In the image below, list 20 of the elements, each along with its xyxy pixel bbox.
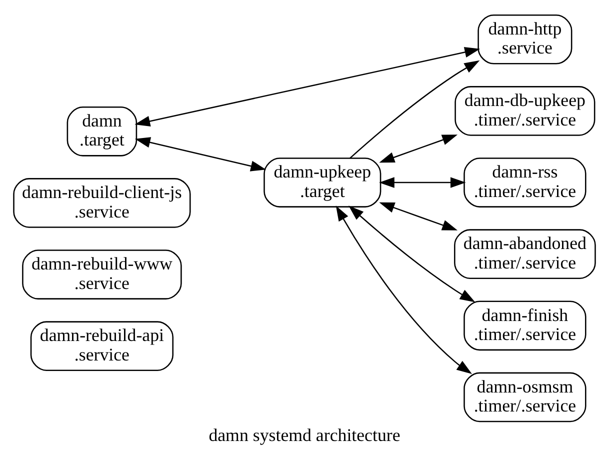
node-box: damn-db-upkeep .timer/.service bbox=[454, 86, 596, 136]
arrow bbox=[379, 176, 466, 188]
arrow bbox=[348, 205, 476, 302]
node-box: damn-rss .timer/.service bbox=[464, 157, 586, 207]
arrow bbox=[134, 46, 480, 126]
diagram-title: damn systemd architecture bbox=[208, 424, 400, 444]
arrow bbox=[379, 134, 458, 162]
node-box: damn-rebuild-www .service bbox=[22, 249, 182, 299]
arrow bbox=[379, 202, 458, 230]
node-box: damn .target bbox=[66, 106, 138, 156]
arrow bbox=[336, 205, 472, 374]
node-box: damn-http .service bbox=[478, 14, 572, 64]
node-box: damn-osmsm .timer/.service bbox=[464, 372, 586, 422]
arrow bbox=[350, 60, 480, 158]
node-box: damn-finish .timer/.service bbox=[464, 300, 586, 350]
node-box: damn-upkeep .target bbox=[264, 157, 382, 207]
node-box: damn-rebuild-client-js .service bbox=[13, 178, 191, 228]
node-box: damn-rebuild-api .service bbox=[30, 320, 174, 371]
node-box: damn-abandoned .timer/.service bbox=[454, 228, 596, 278]
arrow bbox=[134, 136, 266, 171]
